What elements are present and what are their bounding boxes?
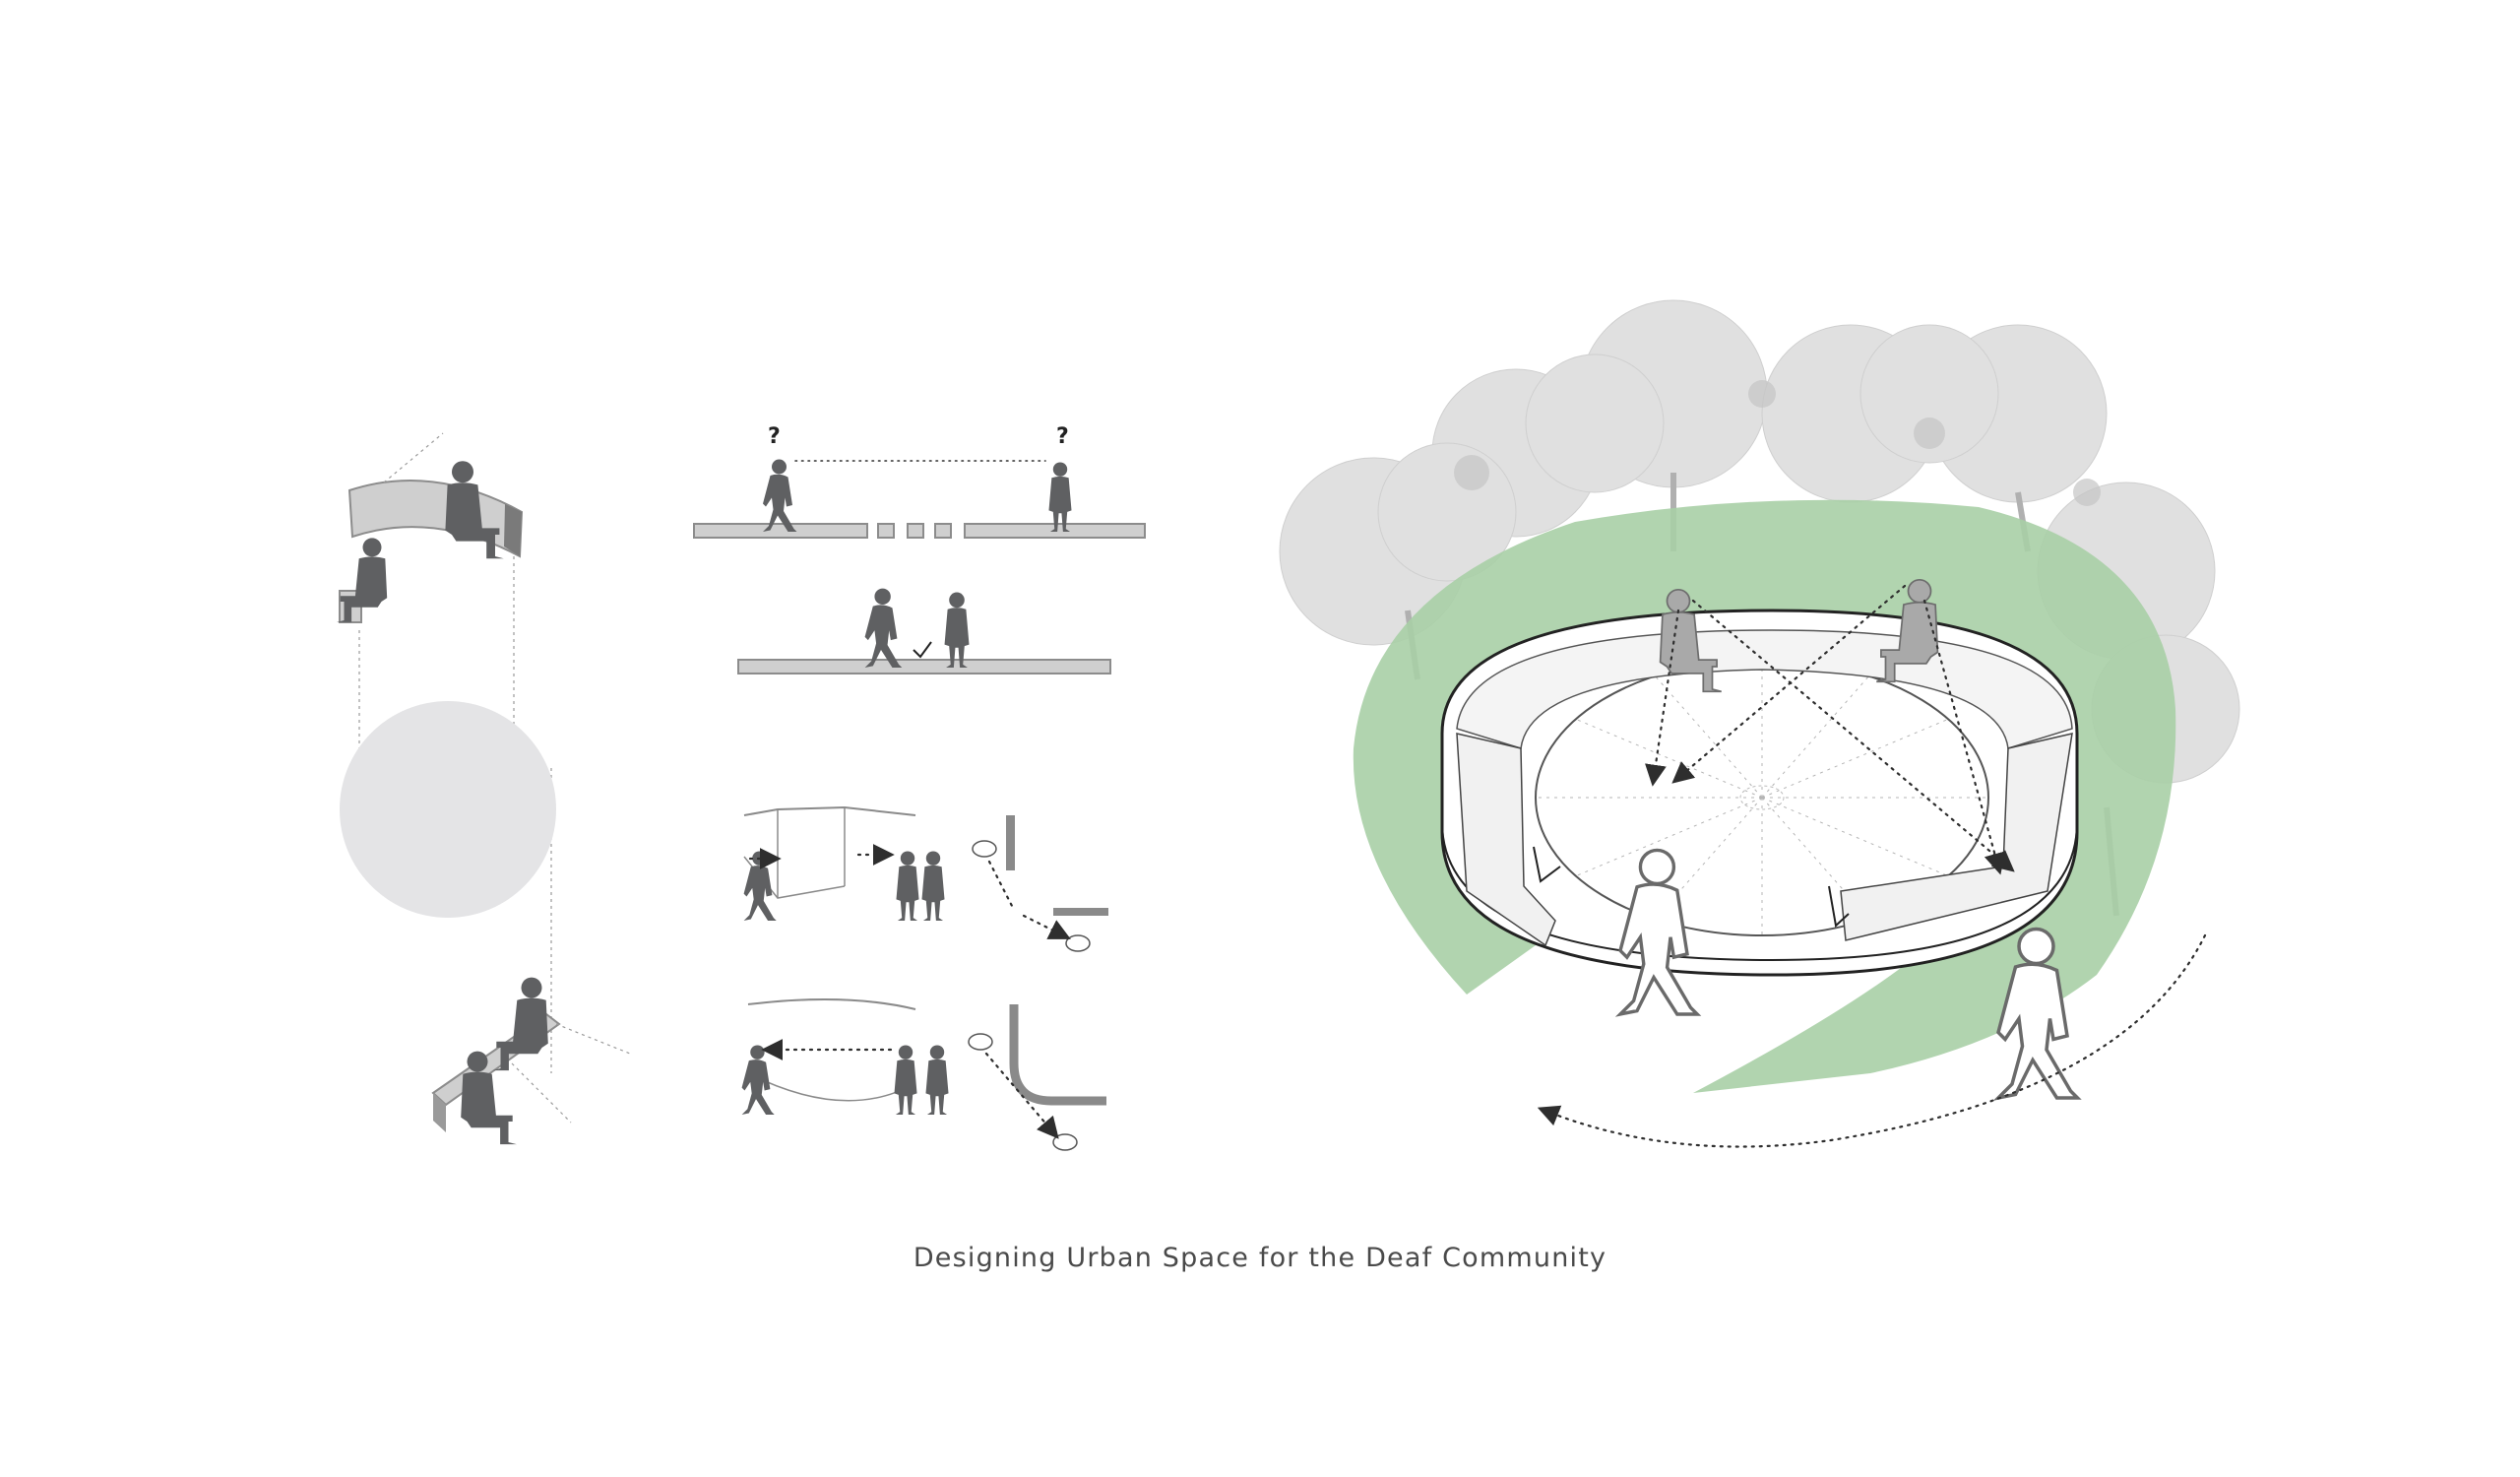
question-mark-icon: ? (768, 424, 781, 449)
bench-end (504, 504, 522, 556)
walking-person-1 (763, 459, 797, 532)
seated-person-back (492, 977, 548, 1071)
standing-person-6 (925, 1045, 949, 1115)
curved-wall-plan (1009, 1004, 1106, 1106)
eye-icon (972, 840, 997, 858)
diagram-caption: Designing Urban Space for the Deaf Commu… (913, 1243, 1607, 1273)
wall-plan-vertical (1006, 815, 1015, 870)
question-mark-icon: ? (1056, 424, 1069, 449)
plan-circle (340, 701, 556, 918)
walking-person-4 (741, 1045, 775, 1115)
path-continuous (737, 659, 1111, 674)
standing-person-4 (921, 851, 945, 921)
middle-sightline-study: ? ? (693, 424, 1146, 1151)
walking-person-2 (864, 588, 903, 668)
checkmark-icon (913, 641, 932, 659)
seating-right-arc (1840, 733, 2073, 941)
path-segment-left (693, 523, 868, 539)
tree-canopy (1279, 299, 2240, 784)
standing-person-3 (896, 851, 919, 921)
standing-person-2 (944, 592, 970, 668)
standing-person-5 (894, 1045, 917, 1115)
eye-icon (1052, 1133, 1078, 1151)
wall-plan-horizontal (1053, 908, 1108, 916)
movement-arc (1537, 933, 2207, 1148)
left-seating-study (336, 432, 631, 1145)
seating-left-arc (1456, 733, 1556, 947)
eye-icon (1065, 934, 1091, 952)
standing-person-1 (1048, 462, 1072, 532)
circular-pavilion-perspective (1279, 299, 2240, 1148)
eye-icon (968, 1033, 993, 1051)
